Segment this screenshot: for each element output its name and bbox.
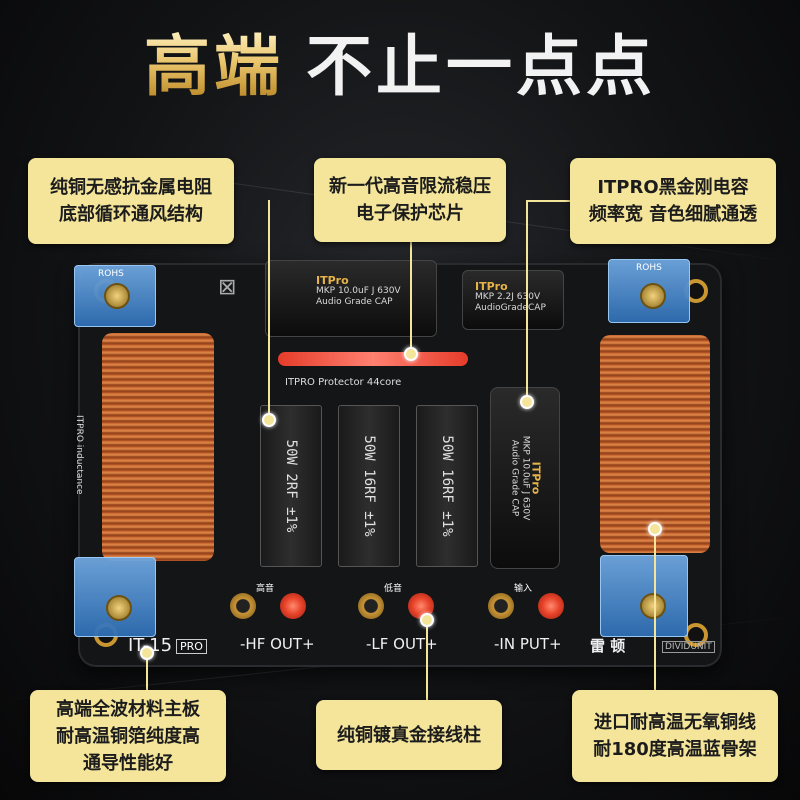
cap-vertical-line2: Audio Grade CAP bbox=[509, 439, 520, 517]
bolt-icon bbox=[106, 595, 132, 621]
left-inductor-coil bbox=[102, 333, 214, 561]
right-inductor-coil bbox=[600, 335, 710, 553]
callout-board-line2: 耐高温铜箔纯度高 bbox=[56, 725, 200, 747]
in-put-label: -IN PUT+ bbox=[494, 635, 562, 653]
leader-line bbox=[146, 652, 148, 692]
callout-resistor-line1: 纯铜无感抗金属电阻 bbox=[50, 177, 212, 198]
callout-capacitor-line1: ITPRO黑金刚电容 bbox=[597, 177, 749, 198]
leader-dot bbox=[404, 347, 418, 361]
in-terminal-negative bbox=[488, 593, 514, 619]
lf-out-label: -LF OUT+ bbox=[366, 635, 438, 653]
callout-protector-line2: 电子保护芯片 bbox=[356, 203, 464, 224]
callout-resistor-line2: 底部循环通风结构 bbox=[59, 204, 203, 225]
bolt-icon bbox=[640, 593, 666, 619]
resistor-2-label: 50W 16RF ±1% bbox=[361, 435, 377, 537]
callout-board-line3: 通导性能好 bbox=[83, 752, 173, 774]
headline-white-text: 不止一点点 bbox=[306, 28, 656, 105]
cap-top-line2: Audio Grade CAP bbox=[316, 297, 393, 307]
callout-terminal: 纯铜镀真金接线柱 bbox=[316, 700, 502, 770]
cap-small-line2: AudioGradeCAP bbox=[475, 303, 546, 313]
model-badge: PRO bbox=[176, 639, 207, 654]
leader-dot bbox=[420, 613, 434, 627]
unit-label: DIVIDUNIT bbox=[662, 641, 715, 653]
hf-terminal-negative bbox=[230, 593, 256, 619]
resistor-3: 50W 16RF ±1% bbox=[416, 405, 478, 567]
rohs-label-left: ROHS bbox=[98, 269, 124, 279]
bolt-icon bbox=[640, 283, 666, 309]
resistor-2: 50W 16RF ±1% bbox=[338, 405, 400, 567]
resistor-1-label: 50W 2RF ±1% bbox=[283, 439, 299, 533]
callout-coil-line2: 耐180度高温蓝骨架 bbox=[593, 739, 757, 760]
bolt-icon bbox=[104, 283, 130, 309]
cap-vertical-line1: MKP 10.0uF J 630V bbox=[520, 435, 531, 521]
leader-dot bbox=[140, 646, 154, 660]
leader-dot bbox=[648, 522, 662, 536]
in-terminal-positive bbox=[538, 593, 564, 619]
crossover-board: ⊠ ITPro MKP 10.0uF J 630V Audio Grade CA… bbox=[74, 259, 720, 665]
callout-resistor: 纯铜无感抗金属电阻 底部循环通风结构 bbox=[28, 158, 234, 244]
callout-terminal-line1: 纯铜镀真金接线柱 bbox=[337, 724, 481, 746]
model-label: IT-15 bbox=[128, 635, 173, 656]
cap-top-line1: MKP 10.0uF J 630V bbox=[316, 286, 401, 296]
cap-vertical-brand: ITPro bbox=[529, 461, 543, 495]
inductance-label: ITPRO inductance bbox=[74, 415, 84, 495]
leader-line bbox=[268, 200, 270, 420]
headline-gold-text: 高端 bbox=[144, 28, 284, 105]
hf-terminal-positive bbox=[280, 593, 306, 619]
leader-dot bbox=[520, 395, 534, 409]
leader-line bbox=[526, 200, 528, 400]
callout-protector: 新一代高音限流稳压 电子保护芯片 bbox=[314, 158, 506, 242]
leader-dot bbox=[262, 413, 276, 427]
callout-board-line1: 高端全波材料主板 bbox=[56, 698, 200, 720]
cap-small-line1: MKP 2.2J 630V bbox=[475, 292, 541, 302]
protector-chip-led bbox=[278, 352, 468, 366]
callout-capacitor-line2: 频率宽 音色细腻通透 bbox=[588, 204, 758, 225]
leader-line bbox=[426, 620, 428, 700]
leader-line bbox=[410, 238, 412, 352]
lf-terminal-negative bbox=[358, 593, 384, 619]
capacitor-top: ITPro MKP 10.0uF J 630V Audio Grade CAP bbox=[265, 260, 437, 337]
leader-line bbox=[654, 528, 656, 690]
hf-out-label: -HF OUT+ bbox=[240, 635, 315, 653]
cap-small-brand: ITPro bbox=[475, 280, 508, 293]
capacitor-vertical: ITPro MKP 10.0uF J 630V Audio Grade CAP bbox=[490, 387, 560, 569]
cap-top-brand: ITPro bbox=[316, 274, 349, 287]
callout-capacitor: ITPRO黑金刚电容 频率宽 音色细腻通透 bbox=[570, 158, 776, 244]
weee-bin-icon: ⊠ bbox=[218, 275, 237, 300]
callout-board: 高端全波材料主板 耐高温铜箔纯度高 通导性能好 bbox=[30, 690, 226, 782]
resistor-3-label: 50W 16RF ±1% bbox=[439, 435, 455, 537]
headline: 高端不止一点点 bbox=[0, 34, 800, 100]
resistor-1: 50W 2RF ±1% bbox=[260, 405, 322, 567]
capacitor-small: ITPro MKP 2.2J 630V AudioGradeCAP bbox=[462, 270, 564, 330]
in-small-label: 输入 bbox=[514, 584, 533, 594]
callout-coil-line1: 进口耐高温无氧铜线 bbox=[594, 712, 756, 733]
callout-protector-line1: 新一代高音限流稳压 bbox=[329, 176, 491, 197]
protector-label: ITPRO Protector 44core bbox=[285, 377, 402, 388]
rohs-label-right: ROHS bbox=[636, 263, 662, 273]
callout-coil: 进口耐高温无氧铜线 耐180度高温蓝骨架 bbox=[572, 690, 778, 782]
brand-cn-label: 雷 顿 bbox=[590, 637, 626, 655]
hf-small-label: 高音 bbox=[256, 584, 275, 594]
lf-small-label: 低音 bbox=[384, 584, 403, 594]
leader-line bbox=[526, 200, 572, 202]
